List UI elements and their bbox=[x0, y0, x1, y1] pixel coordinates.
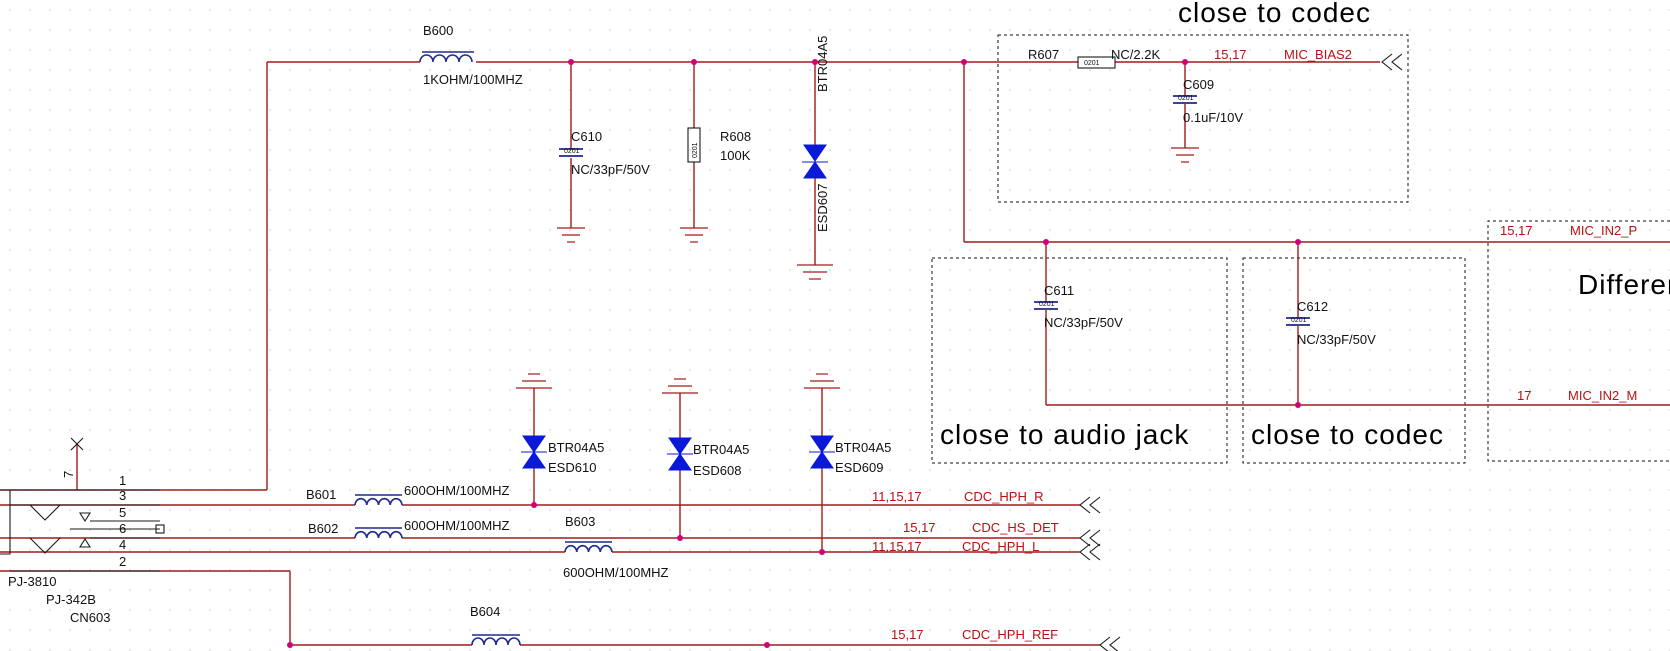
label-c611-value: NC/33pF/50V bbox=[1044, 315, 1123, 330]
label-b602-value: 600OHM/100MHZ bbox=[404, 518, 510, 533]
note-close-to-audio-jack: close to audio jack bbox=[940, 419, 1189, 450]
capacitor-c610: 0201 bbox=[559, 148, 583, 157]
svg-text:0201: 0201 bbox=[1291, 317, 1307, 324]
label-cn603-ref: CN603 bbox=[70, 610, 110, 625]
label-b602-ref: B602 bbox=[308, 521, 338, 536]
audio-jack-box bbox=[931, 257, 1228, 464]
net-hs-det-pages: 15,17 bbox=[903, 520, 936, 535]
svg-text:0201: 0201 bbox=[564, 148, 580, 155]
net-hph-l-pages: 11,15,17 bbox=[872, 539, 922, 554]
audio-jack-connector bbox=[0, 437, 165, 572]
net-mic-bias2-pages: 15,17 bbox=[1214, 47, 1247, 62]
label-esd610-ref: ESD610 bbox=[548, 460, 596, 475]
label-esd608-ref: ESD608 bbox=[693, 463, 741, 478]
junction-dots bbox=[287, 59, 1301, 648]
codec-top-box bbox=[997, 34, 1409, 203]
offsheet-arrows bbox=[1079, 53, 1403, 651]
label-b601-value: 600OHM/100MHZ bbox=[404, 483, 510, 498]
svg-text:0201: 0201 bbox=[1178, 95, 1194, 102]
capacitor-c611: 0201 bbox=[1034, 301, 1058, 310]
net-mic-in2-m-name: MIC_IN2_M bbox=[1568, 388, 1637, 403]
label-cn603-part1: PJ-3810 bbox=[8, 574, 56, 589]
net-hph-ref-name: CDC_HPH_REF bbox=[962, 627, 1058, 642]
label-r607-value: NC/2.2K bbox=[1111, 47, 1160, 62]
resistor-r608: 0201 bbox=[687, 127, 701, 163]
label-b601-ref: B601 bbox=[306, 487, 336, 502]
svg-text:0201: 0201 bbox=[692, 142, 699, 158]
net-mic-in2-m-pages: 17 bbox=[1517, 388, 1531, 403]
esd-diode-esd607 bbox=[802, 144, 828, 179]
label-c612-value: NC/33pF/50V bbox=[1297, 332, 1376, 347]
label-cn603-part2: PJ-342B bbox=[46, 592, 96, 607]
esd-diode-esd609 bbox=[809, 435, 835, 469]
net-hph-l-name: CDC_HPH_L bbox=[962, 539, 1039, 554]
pin-1: 1 bbox=[119, 473, 126, 488]
net-hph-r-name: CDC_HPH_R bbox=[964, 489, 1043, 504]
capacitor-c612: 0201 bbox=[1286, 317, 1310, 326]
label-b603-value: 600OHM/100MHZ bbox=[563, 565, 669, 580]
codec-mid-box bbox=[1242, 257, 1466, 464]
label-r608-value: 100K bbox=[720, 148, 751, 163]
label-r607-ref: R607 bbox=[1028, 47, 1059, 62]
label-b600-value: 1KOHM/100MHZ bbox=[423, 72, 523, 87]
note-close-to-codec-top: close to codec bbox=[1178, 0, 1371, 28]
ferrite-bead-b604 bbox=[471, 634, 521, 646]
note-different: Differen bbox=[1578, 269, 1670, 300]
label-c609-ref: C609 bbox=[1183, 77, 1214, 92]
label-esd607-ref: ESD607 bbox=[815, 184, 830, 232]
wires bbox=[0, 61, 1670, 646]
label-c610-value: NC/33pF/50V bbox=[571, 162, 650, 177]
net-mic-in2-p-pages: 15,17 bbox=[1500, 223, 1533, 238]
label-esd607-part: BTR04A5 bbox=[815, 36, 830, 92]
net-hs-det-name: CDC_HS_DET bbox=[972, 520, 1059, 535]
net-hph-ref-pages: 15,17 bbox=[891, 627, 924, 642]
pin-7: 7 bbox=[61, 471, 76, 478]
label-b603-ref: B603 bbox=[565, 514, 595, 529]
label-esd608-part: BTR04A5 bbox=[693, 442, 749, 457]
pin-6: 6 bbox=[119, 521, 126, 536]
esd-diode-esd610 bbox=[521, 435, 547, 469]
label-r608-ref: R608 bbox=[720, 129, 751, 144]
net-hph-r-pages: 11,15,17 bbox=[872, 489, 922, 504]
ground-symbols bbox=[516, 147, 1199, 394]
esd-diode-esd608 bbox=[667, 437, 693, 471]
ferrite-bead-b600 bbox=[419, 51, 474, 63]
ferrite-bead-b602 bbox=[354, 527, 403, 539]
label-esd609-part: BTR04A5 bbox=[835, 440, 891, 455]
note-close-to-codec-mid: close to codec bbox=[1251, 419, 1444, 450]
ferrite-bead-b603 bbox=[564, 541, 613, 553]
label-esd610-part: BTR04A5 bbox=[548, 440, 604, 455]
label-b600-ref: B600 bbox=[423, 23, 453, 38]
ferrite-bead-b601 bbox=[354, 494, 403, 506]
capacitor-c609: 0201 bbox=[1173, 95, 1197, 104]
pin-5: 5 bbox=[119, 505, 126, 520]
label-esd609-ref: ESD609 bbox=[835, 460, 883, 475]
svg-text:0201: 0201 bbox=[1039, 301, 1055, 308]
label-c612-ref: C612 bbox=[1297, 299, 1328, 314]
svg-text:0201: 0201 bbox=[1084, 60, 1100, 67]
label-c609-value: 0.1uF/10V bbox=[1183, 110, 1243, 125]
pin-3: 3 bbox=[119, 488, 126, 503]
label-c610-ref: C610 bbox=[571, 129, 602, 144]
resistor-r607: 0201 bbox=[1077, 56, 1116, 69]
differential-box bbox=[1487, 220, 1670, 462]
net-mic-bias2-name: MIC_BIAS2 bbox=[1284, 47, 1352, 62]
pin-2: 2 bbox=[119, 554, 126, 569]
net-mic-in2-p-name: MIC_IN2_P bbox=[1570, 223, 1637, 238]
label-c611-ref: C611 bbox=[1044, 283, 1074, 298]
label-b604-ref: B604 bbox=[470, 604, 500, 619]
pin-4: 4 bbox=[119, 537, 126, 552]
